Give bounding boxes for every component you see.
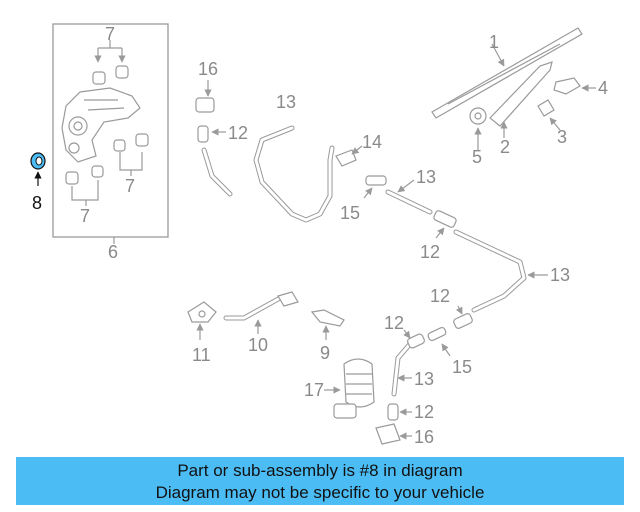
callout-12d: 12 [384, 313, 404, 333]
callout-11: 11 [192, 345, 211, 365]
callout-16b: 16 [414, 427, 434, 447]
callout-13b: 13 [416, 167, 436, 187]
callout-12a: 12 [228, 123, 248, 143]
callout-7c: 7 [80, 206, 90, 226]
callout-1: 1 [489, 32, 499, 52]
wiper-blade-and-arm [431, 27, 596, 150]
callout-13c: 13 [550, 265, 570, 285]
callout-6: 6 [108, 242, 118, 262]
callout-13a: 13 [276, 92, 296, 112]
connectors [195, 80, 548, 445]
callout-7a: 7 [105, 24, 115, 44]
callout-labels: 1 2 3 4 5 6 7 7 7 8 9 10 11 12 12 12 12 … [32, 24, 608, 447]
callout-13d: 13 [414, 369, 434, 389]
callout-12b: 12 [420, 242, 440, 262]
callout-10: 10 [248, 335, 268, 355]
callout-2: 2 [500, 137, 510, 157]
callout-5: 5 [472, 147, 482, 167]
info-banner: Part or sub-assembly is #8 in diagram Di… [16, 457, 624, 505]
callout-12c: 12 [430, 286, 450, 306]
callout-14: 14 [362, 132, 382, 152]
nozzle-parts [187, 291, 345, 340]
callout-15a: 15 [340, 203, 360, 223]
washer-hoses [201, 125, 527, 397]
callout-15b: 15 [452, 357, 472, 377]
callout-17: 17 [304, 380, 324, 400]
callout-12e: 12 [414, 402, 434, 422]
banner-line-1: Part or sub-assembly is #8 in diagram [177, 461, 463, 480]
callout-4: 4 [598, 78, 608, 98]
banner-line-2: Diagram may not be specific to your vehi… [155, 483, 485, 502]
motor-assembly-box [52, 23, 169, 244]
callout-8: 8 [32, 193, 42, 213]
part-8-grommet[interactable] [30, 152, 46, 186]
callout-3: 3 [557, 127, 567, 147]
washer-pump [324, 358, 375, 419]
callout-16a: 16 [198, 59, 218, 79]
callout-9: 9 [320, 343, 330, 363]
callout-7b: 7 [125, 176, 135, 196]
